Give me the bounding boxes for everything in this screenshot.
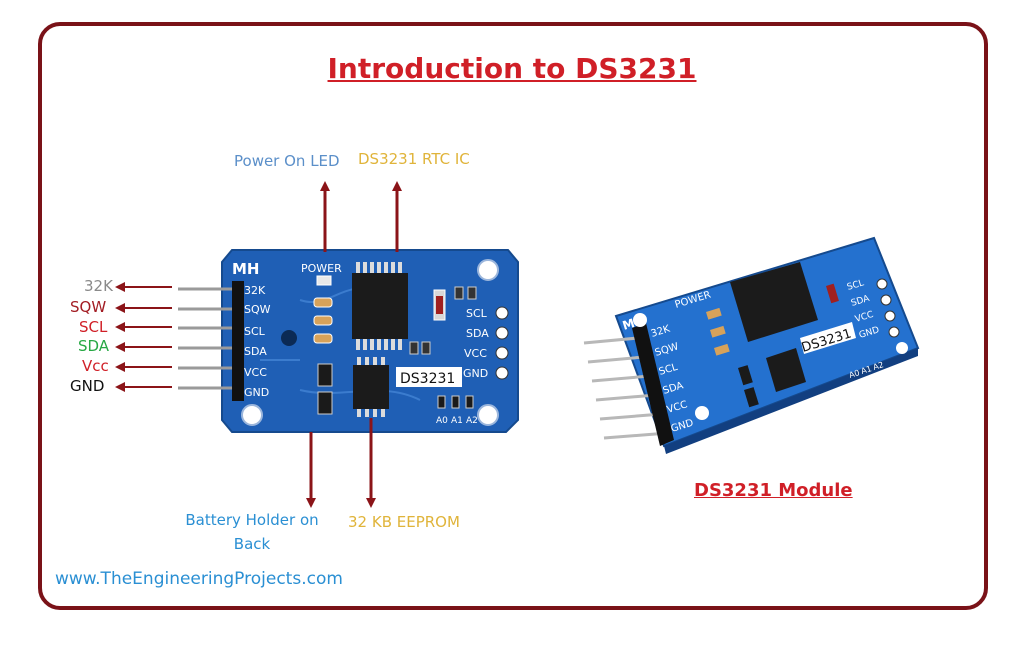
board-pin-gnd: GND bbox=[244, 386, 269, 399]
module-right-pin-scl: SCL bbox=[846, 278, 865, 293]
module-caption: DS3231 Module bbox=[694, 480, 853, 501]
board-front-view: MH POWER 32K SQW SCL SDA VCC GND bbox=[221, 249, 519, 433]
mounting-hole bbox=[241, 404, 263, 426]
right-header bbox=[495, 306, 509, 380]
website-link[interactable]: www.TheEngineeringProjects.com bbox=[55, 569, 343, 589]
board-power-text: POWER bbox=[301, 262, 342, 275]
module-addr-a0: A0 bbox=[848, 368, 861, 380]
page-title: Introduction to DS3231 bbox=[327, 52, 697, 85]
module-addr-a1: A1 bbox=[860, 364, 873, 376]
board-pin-sda: SDA bbox=[244, 345, 267, 358]
board-pin-32k: 32K bbox=[244, 284, 266, 297]
mounting-hole bbox=[477, 404, 499, 426]
pin-header-housing bbox=[232, 281, 244, 401]
power-led bbox=[316, 275, 332, 286]
pin-label-sda: SDA bbox=[78, 337, 110, 355]
chip-label-box bbox=[396, 367, 462, 387]
pin-label-vcc: Vcc bbox=[82, 357, 109, 375]
label-eeprom: 32 KB EEPROM bbox=[348, 513, 460, 531]
label-battery-holder-line1: Battery Holder on bbox=[185, 511, 319, 529]
board-pin-sqw: SQW bbox=[244, 303, 271, 316]
board-right-pin-scl: SCL bbox=[466, 307, 488, 320]
label-battery-holder: Battery Holder on Back bbox=[182, 511, 322, 553]
board-pin-vcc: VCC bbox=[244, 366, 267, 379]
board-right-pin-sda: SDA bbox=[466, 327, 489, 340]
via-hole bbox=[281, 330, 297, 346]
board-right-pin-gnd: GND bbox=[463, 367, 488, 380]
pin-label-gnd: GND bbox=[70, 377, 105, 395]
board-pin-scl: SCL bbox=[244, 325, 266, 338]
label-rtc-ic: DS3231 RTC IC bbox=[358, 150, 470, 168]
module-maker-mark: MH bbox=[621, 313, 646, 333]
smd-components bbox=[313, 286, 477, 415]
board-chip-label: DS3231 bbox=[400, 371, 455, 387]
board-maker-mark: MH bbox=[232, 260, 259, 278]
board-addr-a0: A0 bbox=[436, 416, 448, 426]
pin-label-sqw: SQW bbox=[70, 298, 107, 316]
pin-label-scl: SCL bbox=[79, 318, 108, 336]
board-addr-a1: A1 bbox=[451, 416, 463, 426]
label-power-led: Power On LED bbox=[234, 152, 340, 170]
label-battery-holder-line2: Back bbox=[233, 535, 271, 553]
board-right-pin-vcc: VCC bbox=[464, 347, 487, 360]
header-pins bbox=[178, 287, 232, 390]
pin-arrows bbox=[115, 282, 172, 392]
board-perspective-view: DS3231 POWER MH 32K SQW SCL SDA VCC GND … bbox=[583, 236, 920, 454]
module-addr-a2: A2 bbox=[872, 360, 885, 372]
eeprom-chip bbox=[353, 357, 389, 417]
module-pin-scl: SCL bbox=[658, 362, 680, 378]
board-addr-a2: A2 bbox=[466, 416, 478, 426]
rtc-chip bbox=[352, 262, 408, 350]
pin-label-32k: 32K bbox=[84, 277, 113, 295]
mounting-hole bbox=[477, 259, 499, 281]
